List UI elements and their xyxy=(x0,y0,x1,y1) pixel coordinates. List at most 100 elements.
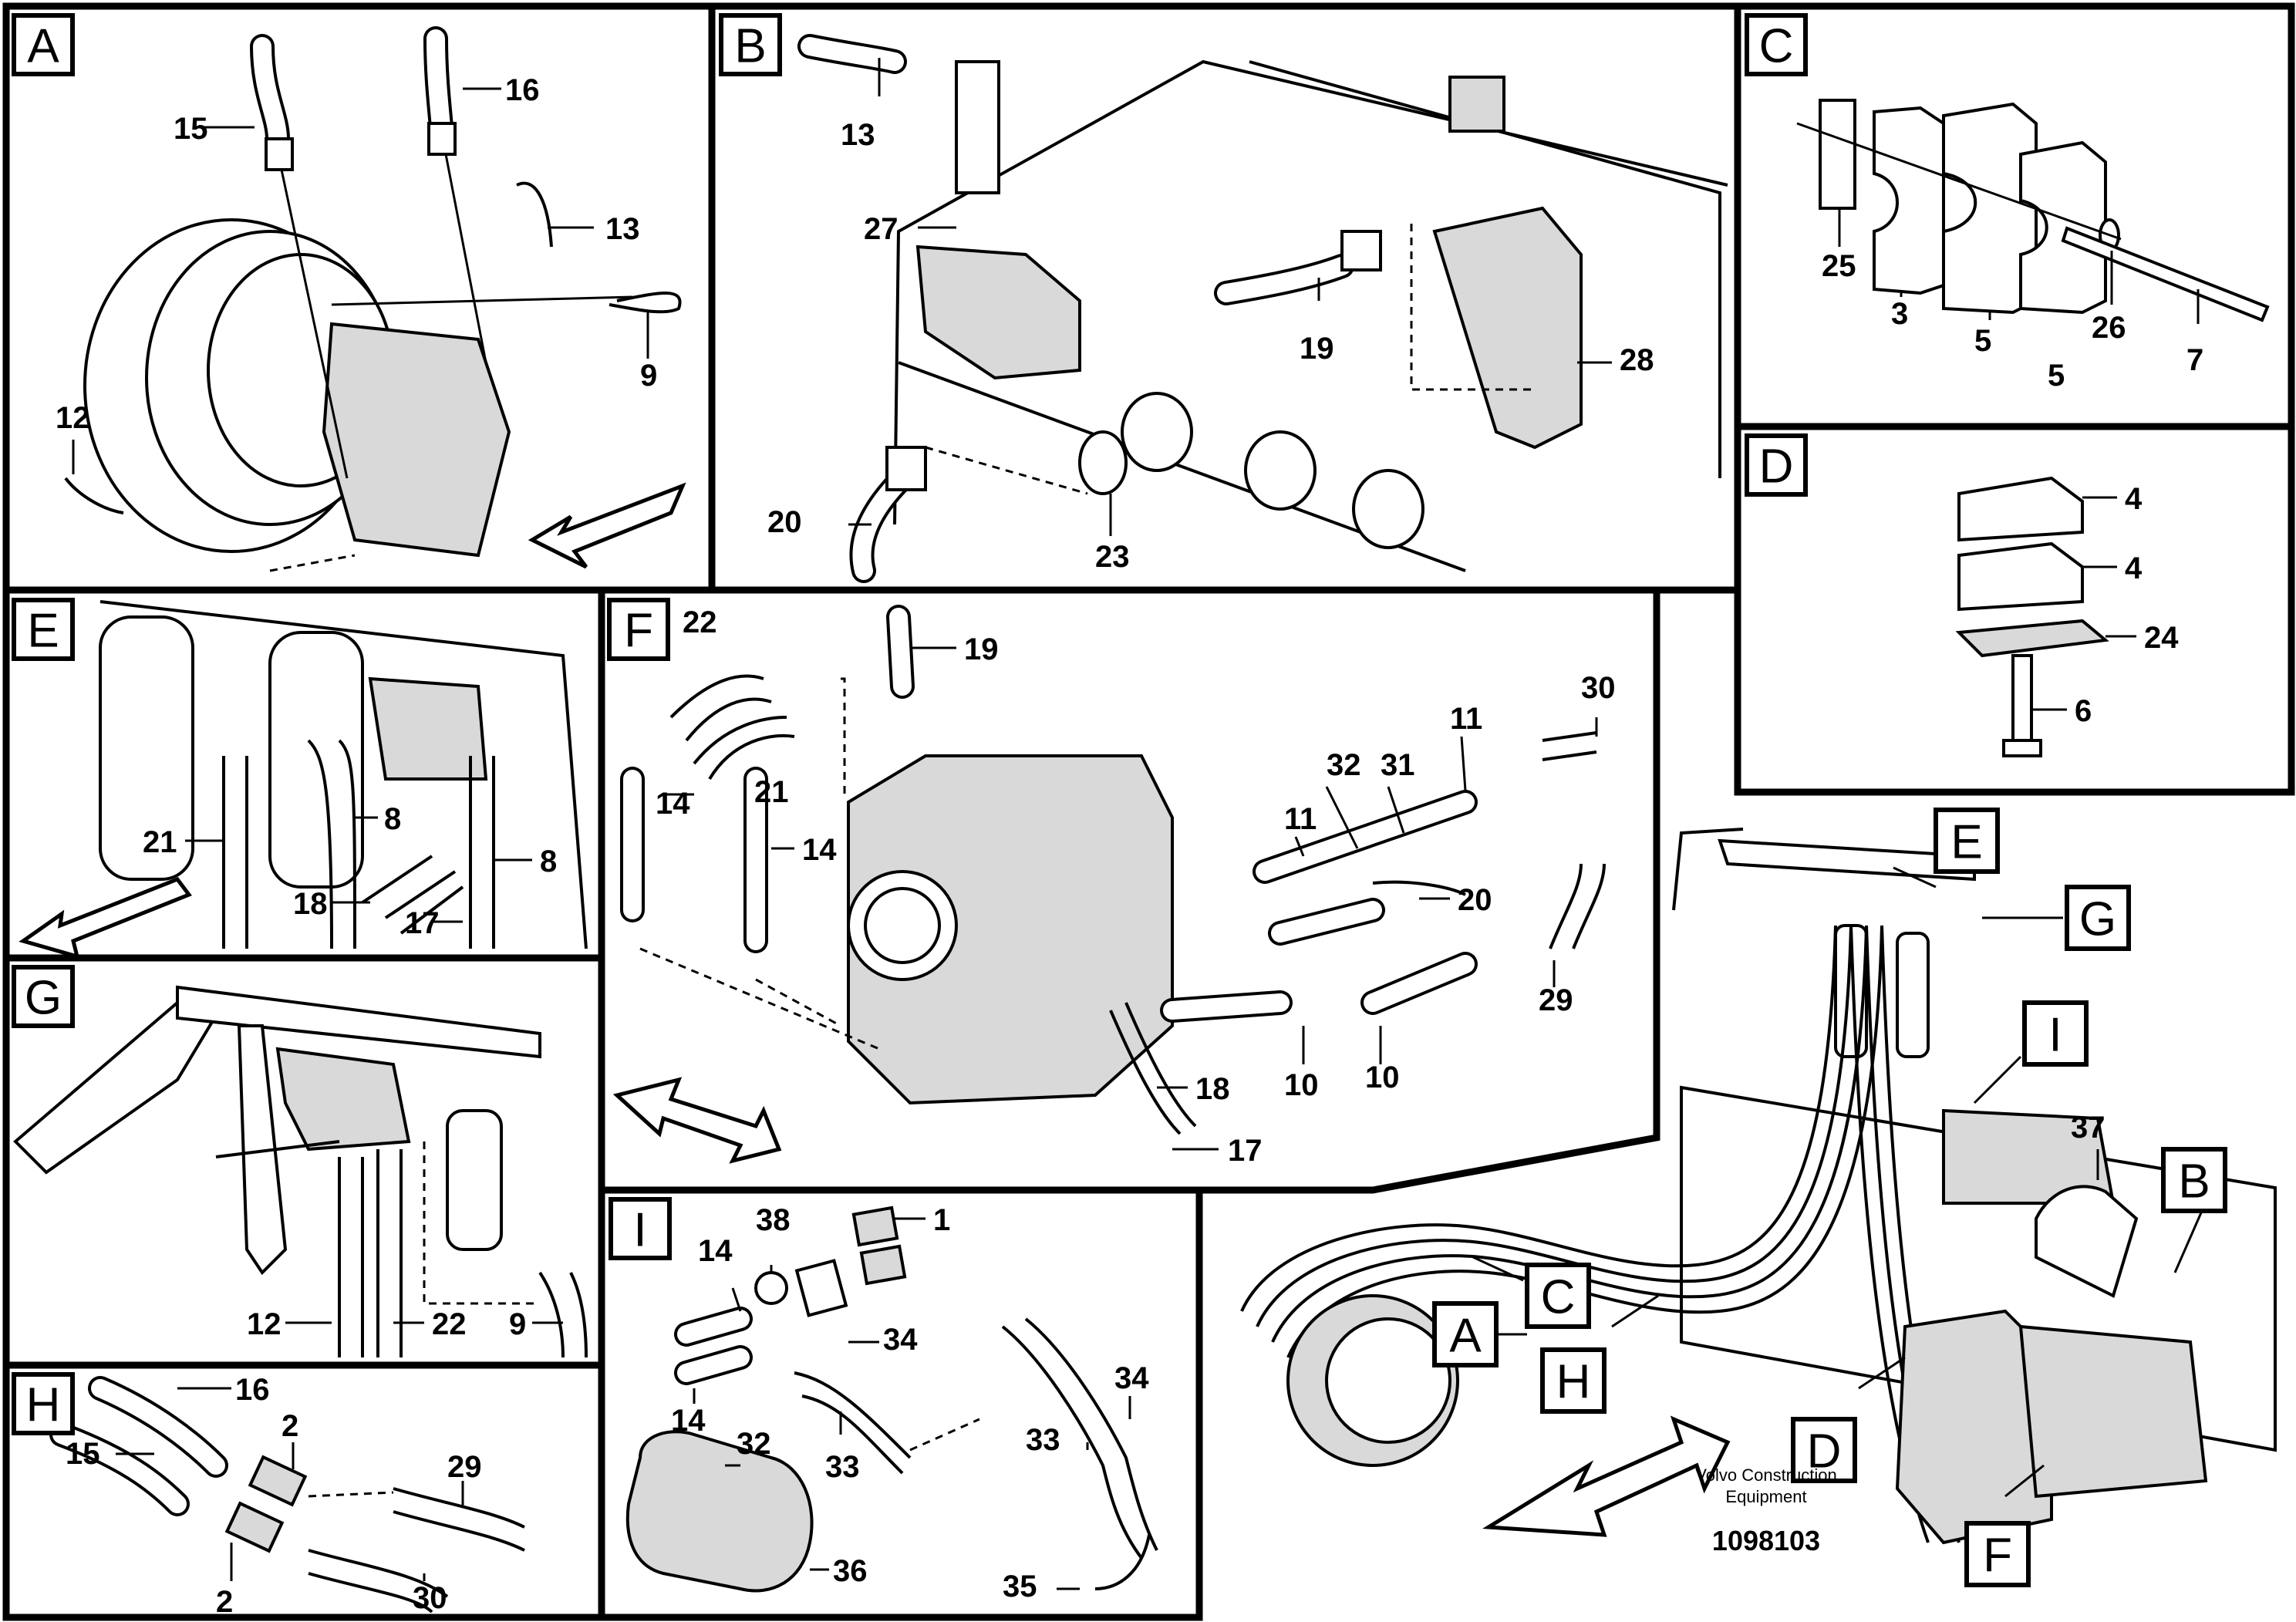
svg-text:E: E xyxy=(1950,816,1982,869)
fitting-2b xyxy=(224,1501,285,1553)
hose-12 xyxy=(64,477,124,514)
svg-text:E: E xyxy=(27,605,59,658)
callout: 1 xyxy=(933,1203,950,1237)
callout: 8 xyxy=(540,845,557,878)
callout: 2 xyxy=(282,1409,298,1443)
panel-h-frame xyxy=(2,1361,605,1621)
view-letter-c: C xyxy=(1745,13,1808,76)
dash-b2 xyxy=(925,446,1088,495)
fitting-2a xyxy=(248,1455,308,1507)
panel-a-drawing xyxy=(64,26,686,572)
callout: 18 xyxy=(293,887,328,921)
callout: 31 xyxy=(1381,748,1415,782)
valve-27-stem xyxy=(955,60,1000,194)
callout: 38 xyxy=(756,1203,791,1237)
valve-g xyxy=(275,1047,411,1152)
overview-pump-valves xyxy=(2018,1324,2208,1499)
callout: 17 xyxy=(405,906,440,940)
panel-h-drawing xyxy=(49,1376,525,1614)
view-letter-b: B xyxy=(719,13,782,76)
callout: 15 xyxy=(174,112,208,146)
fitting-1b xyxy=(859,1244,907,1286)
clamp-3 xyxy=(1873,106,1945,295)
footer-number: 1098103 xyxy=(1712,1525,1820,1556)
callout: 14 xyxy=(698,1234,733,1268)
overview-guard xyxy=(2035,1185,2139,1298)
main-pump xyxy=(847,754,1174,1105)
dash-f1 xyxy=(639,947,880,1050)
plate-24 xyxy=(1955,619,2109,658)
callouts-g: 12 22 9 xyxy=(247,1307,526,1341)
footer-company: Volvo Construction xyxy=(1695,1465,1836,1485)
callout: 32 xyxy=(737,1427,771,1461)
svg-text:H: H xyxy=(1556,1356,1591,1409)
view-letters: A B C D E F G H I xyxy=(12,13,1808,1435)
callouts-f: 22 19 21 14 14 32 31 11 11 30 20 29 10 1… xyxy=(656,605,1616,1168)
callout: 13 xyxy=(605,212,640,246)
bolt-6-head xyxy=(2002,739,2042,757)
callout: 34 xyxy=(883,1323,918,1357)
callouts-overview: 37 xyxy=(2071,1111,2106,1145)
port-3 xyxy=(1352,469,1424,549)
plate-25 xyxy=(1819,99,1856,210)
callout: 10 xyxy=(1365,1061,1400,1094)
svg-text:A: A xyxy=(27,20,59,73)
panel-f-drawing xyxy=(612,605,1606,1164)
dash-i xyxy=(909,1418,980,1452)
hose-13 xyxy=(516,181,553,248)
callout: 29 xyxy=(447,1450,482,1484)
callout: 35 xyxy=(1003,1570,1037,1603)
filter-2 xyxy=(268,631,364,889)
callout: 5 xyxy=(1974,324,1991,358)
callout: 3 xyxy=(1891,297,1908,331)
callout: 21 xyxy=(143,825,177,859)
callout: 7 xyxy=(2186,343,2203,377)
direction-arrow-f xyxy=(612,1077,782,1164)
svg-text:I: I xyxy=(2048,1009,2062,1062)
callout: 4 xyxy=(2125,551,2143,585)
callouts-a: 15 16 13 9 12 xyxy=(56,73,657,435)
panel-d-frame xyxy=(1734,423,2295,796)
bolt-7 xyxy=(2061,226,2270,322)
svg-text:D: D xyxy=(1807,1425,1842,1479)
svg-text:F: F xyxy=(1983,1529,2012,1583)
callout: 9 xyxy=(640,359,657,393)
callout: 34 xyxy=(1114,1361,1149,1395)
view-letter-g: G xyxy=(12,965,75,1028)
callout: 22 xyxy=(683,605,717,639)
adapter-23 xyxy=(1078,430,1128,495)
valve-27-body xyxy=(915,244,1081,380)
view-letter-e: E xyxy=(12,598,75,661)
valve-block-e xyxy=(368,676,488,781)
footer-company-2: Equipment xyxy=(1725,1487,1806,1506)
callout: 37 xyxy=(2071,1111,2106,1145)
dash-h xyxy=(308,1491,394,1498)
clamp-half-4a xyxy=(1957,476,2084,542)
panel-d-drawing xyxy=(1955,476,2136,757)
svg-text:F: F xyxy=(624,605,653,658)
svg-text:G: G xyxy=(2079,893,2116,946)
overview-filter-2 xyxy=(1896,932,1930,1058)
callout: 23 xyxy=(1095,540,1130,574)
callout: 11 xyxy=(1284,802,1317,836)
svg-text:B: B xyxy=(2178,1155,2210,1209)
panel-i-drawing xyxy=(625,1206,1158,1593)
callout: 33 xyxy=(1026,1423,1060,1457)
callout: 24 xyxy=(2144,621,2179,655)
dash-a xyxy=(269,554,356,572)
overview-rail xyxy=(1718,838,1976,882)
view-letter-d: D xyxy=(1745,433,1808,497)
leader-16 xyxy=(444,153,487,363)
mounting-rail xyxy=(176,985,541,1059)
callout: 2 xyxy=(216,1585,233,1619)
svg-text:G: G xyxy=(25,972,62,1025)
callout: 27 xyxy=(864,212,899,246)
direction-arrow-e xyxy=(19,876,192,959)
orifice-38 xyxy=(754,1271,788,1305)
callout: 36 xyxy=(833,1554,868,1588)
bolt-6 xyxy=(2011,654,2033,742)
svg-text:H: H xyxy=(26,1379,61,1432)
svg-text:D: D xyxy=(1759,440,1794,494)
callout: 14 xyxy=(671,1404,706,1438)
